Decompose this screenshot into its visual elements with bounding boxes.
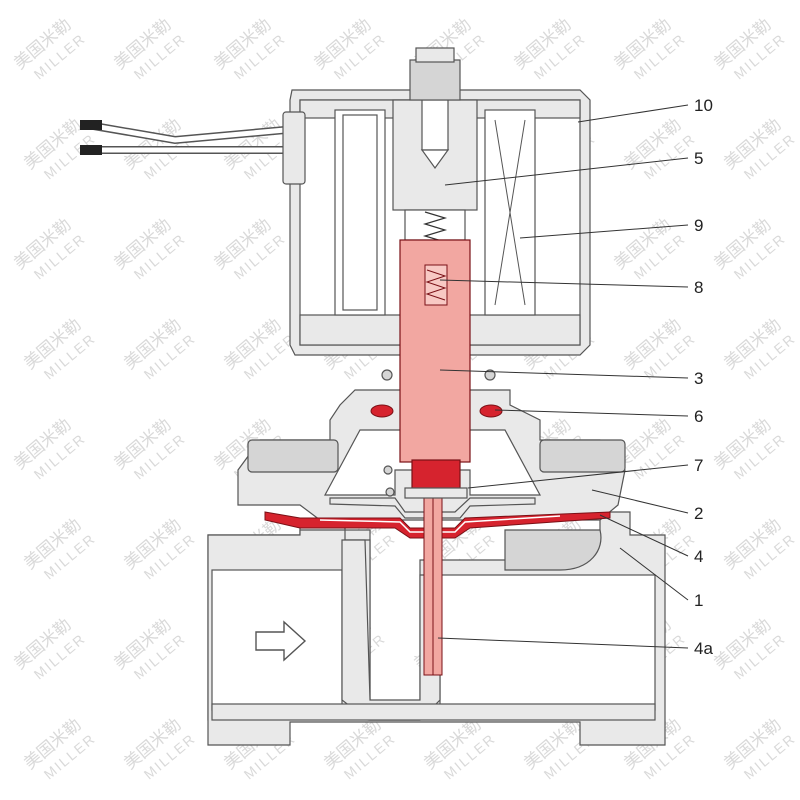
callout-label-5: 5 xyxy=(694,149,703,168)
callout-label-4: 4 xyxy=(694,547,703,566)
callout-leaders xyxy=(437,104,689,649)
plunger-seal xyxy=(404,459,468,499)
callout-label-6: 6 xyxy=(694,407,703,426)
callout-label-2: 2 xyxy=(694,504,703,523)
callout-label-3: 3 xyxy=(694,369,703,388)
callout-label-7: 7 xyxy=(694,456,703,475)
callout-label-9: 9 xyxy=(694,216,703,235)
coil-right xyxy=(484,109,536,316)
fixed-core xyxy=(392,47,478,211)
o-rings xyxy=(370,369,503,497)
lead-wires xyxy=(80,111,306,185)
plunger xyxy=(399,239,471,463)
callout-labels: 10 5 9 8 3 6 7 2 4 1 4a xyxy=(694,96,713,658)
flow-arrow-icon xyxy=(255,620,307,662)
spring xyxy=(404,209,466,243)
callout-label-1: 1 xyxy=(694,591,703,610)
coil-left xyxy=(334,109,386,316)
callout-label-8: 8 xyxy=(694,278,703,297)
bleed-tube xyxy=(423,494,443,676)
callout-label-4a: 4a xyxy=(694,639,713,658)
callout-label-10: 10 xyxy=(694,96,713,115)
